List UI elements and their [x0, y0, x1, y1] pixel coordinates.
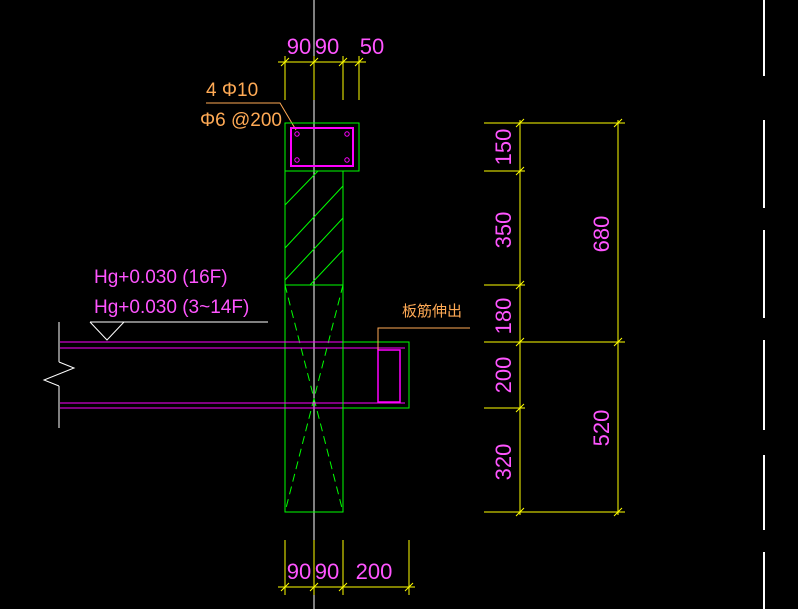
slab-outline [342, 341, 410, 409]
wall-hatch [284, 170, 344, 286]
v-dim-680: 680 [589, 216, 614, 253]
v-dim-150: 150 [491, 129, 516, 166]
rebar-dots [294, 131, 350, 163]
elevation-line-2: Hg+0.030 (3~14F) [94, 297, 249, 318]
v-dim-200: 200 [491, 357, 516, 394]
bottom-dim-1: 90 [287, 559, 311, 584]
elevation-line-1: Hg+0.030 (16F) [94, 267, 228, 288]
break-symbol [42, 322, 76, 428]
rebar-leader [206, 102, 297, 131]
top-dim-3: 50 [360, 34, 384, 59]
slab-rebar-note: 板筋伸出 [402, 302, 462, 320]
slab-note-leader [377, 327, 470, 350]
top-dim-2: 90 [315, 34, 339, 59]
vertical-dimension [484, 118, 625, 517]
slab [60, 341, 405, 409]
top-beam-outline [284, 122, 360, 172]
bottom-dim-3: 200 [356, 559, 393, 584]
rebar-stirrup-label: Φ6 @200 [200, 110, 282, 131]
bottom-dim-2: 90 [315, 559, 339, 584]
top-beam-stirrup [290, 127, 354, 167]
bottom-dimension [278, 540, 415, 595]
wall-cross-lines [284, 284, 344, 513]
elevation-symbol [89, 321, 268, 341]
v-dim-520: 520 [589, 410, 614, 447]
v-dim-320: 320 [491, 444, 516, 481]
top-dimension [278, 56, 366, 100]
v-dim-180: 180 [491, 298, 516, 335]
top-dim-1: 90 [287, 34, 311, 59]
rebar-main-label: 4 Φ10 [206, 80, 258, 101]
slab-rebar-end [377, 349, 401, 403]
v-dim-350: 350 [491, 212, 516, 249]
